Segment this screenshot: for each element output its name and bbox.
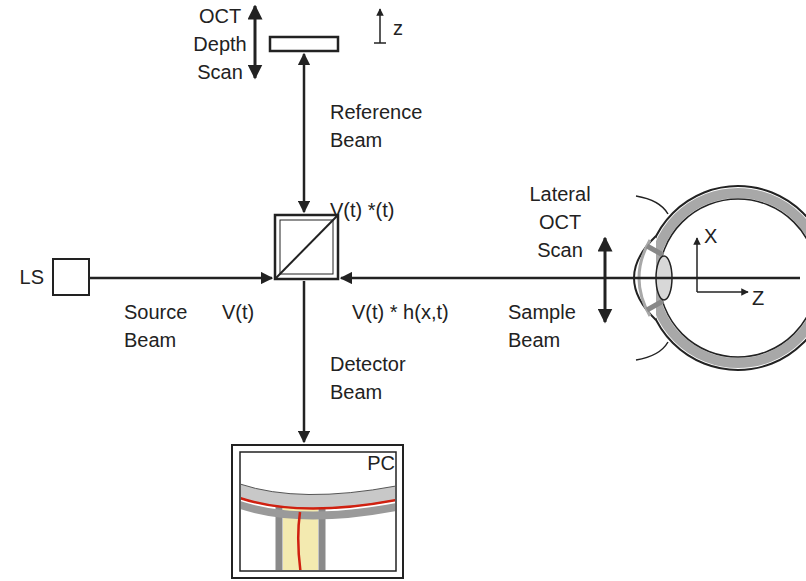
beam-splitter <box>275 215 338 279</box>
signal-label: V(t) * h(x,t) <box>352 298 482 326</box>
beam-label: Sample Beam <box>508 298 592 354</box>
reference-mirror <box>270 37 338 51</box>
computer-monitor: PC <box>232 445 403 578</box>
monitor-illustration <box>232 445 403 578</box>
beam-label: Reference Beam <box>330 98 440 154</box>
source-name: LS <box>20 265 44 289</box>
signal-label: V(t) *(t) <box>330 196 440 224</box>
scan-direction-label: OCT Depth Scan <box>180 2 260 86</box>
signal-label: V(t) <box>222 298 268 326</box>
beam-lines <box>90 6 800 442</box>
monitor-name: PC <box>367 451 395 475</box>
axis-label: X <box>704 222 724 250</box>
beam-label: Detector Beam <box>330 350 430 406</box>
scan-direction-label: Lateral OCT Scan <box>520 180 600 264</box>
beam-label: Source Beam <box>124 298 208 354</box>
axis-label: z <box>393 14 413 42</box>
light-source-box: LS <box>52 258 90 296</box>
axis-label: Z <box>752 284 772 312</box>
